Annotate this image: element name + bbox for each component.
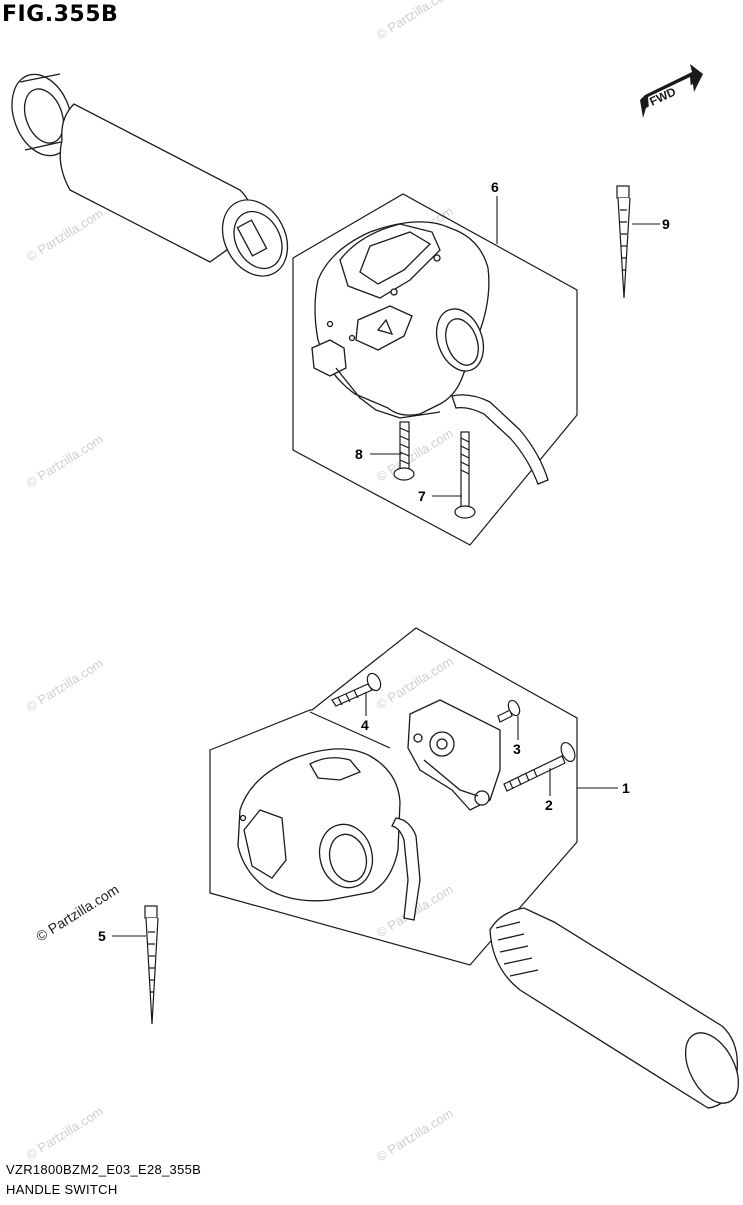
screw-7 — [454, 431, 476, 519]
screw-2 — [503, 741, 576, 792]
figure-title: FIG.355B — [2, 2, 119, 27]
leader-lines — [112, 196, 660, 937]
cable-tie-5 — [144, 905, 159, 1025]
watermark: © Partzilla.com — [24, 655, 106, 714]
callout-labels: 6 9 8 7 4 3 2 1 5 — [98, 179, 670, 944]
cable-tie-9 — [616, 185, 631, 299]
right-handle-switch-housing — [237, 748, 421, 921]
callout-2: 2 — [545, 797, 553, 813]
callout-7: 7 — [418, 488, 426, 504]
watermark: © Partzilla.com — [24, 1103, 106, 1162]
fwd-label: FWD — [647, 84, 678, 108]
screw-3 — [497, 699, 521, 723]
left-grip — [11, 73, 289, 277]
part-6-boundary — [292, 193, 578, 546]
callout-5: 5 — [98, 928, 106, 944]
left-handle-switch-housing — [311, 221, 549, 485]
callout-3: 3 — [513, 741, 521, 757]
model-code: VZR1800BZM2_E03_E28_355B — [6, 1162, 202, 1177]
watermark-prominent: © Partzilla.com — [33, 881, 121, 945]
clamp-bracket — [407, 699, 501, 811]
watermark: © Partzilla.com — [24, 205, 106, 264]
callout-8: 8 — [355, 446, 363, 462]
callout-6: 6 — [491, 179, 499, 195]
watermark: © Partzilla.com — [374, 1105, 456, 1164]
screw-8 — [393, 421, 415, 481]
watermark: © Partzilla.com — [24, 431, 106, 490]
watermark: © Partzilla.com — [374, 0, 456, 43]
callout-1: 1 — [622, 780, 630, 796]
part-4-sub-boundary — [309, 711, 391, 749]
fwd-direction-badge: FWD — [640, 64, 703, 118]
screw-4 — [331, 672, 382, 707]
throttle-grip — [489, 907, 740, 1109]
section-name: HANDLE SWITCH — [6, 1182, 118, 1197]
watermark: © Partzilla.com — [374, 425, 456, 484]
callout-4: 4 — [361, 717, 369, 733]
callout-9: 9 — [662, 216, 670, 232]
part-1-boundary — [209, 627, 578, 966]
